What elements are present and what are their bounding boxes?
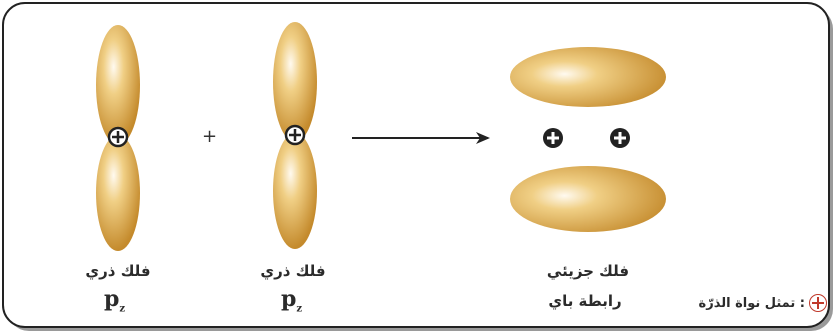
label-molecular-orbital: فلك جزيئي (547, 262, 629, 280)
nucleus-icon (543, 128, 563, 148)
label-atomic-orbital-left: فلك ذري (85, 262, 150, 280)
nucleus-icon (610, 128, 630, 148)
label-atomic-orbital-right: فلك ذري (260, 262, 325, 280)
nucleus-icon (109, 128, 127, 146)
pi-lobe-bottom (510, 166, 666, 232)
pi-lobe-top (510, 47, 666, 107)
label-pi-bond: رابطة باي (548, 292, 621, 310)
legend-text: : تمثل نواة الذرّة (699, 296, 805, 311)
orbital-lobe-bottom (273, 133, 317, 249)
nucleus-plus-icon (809, 294, 827, 312)
label-pz-right: pz (281, 286, 302, 314)
plus-sign: + (202, 126, 217, 147)
legend: : تمثل نواة الذرّة (699, 294, 827, 312)
label-pz-left: pz (104, 286, 125, 314)
nucleus-icon (286, 126, 304, 144)
orbital-lobe-bottom (96, 135, 140, 251)
orbital-lobe-top (273, 22, 317, 142)
